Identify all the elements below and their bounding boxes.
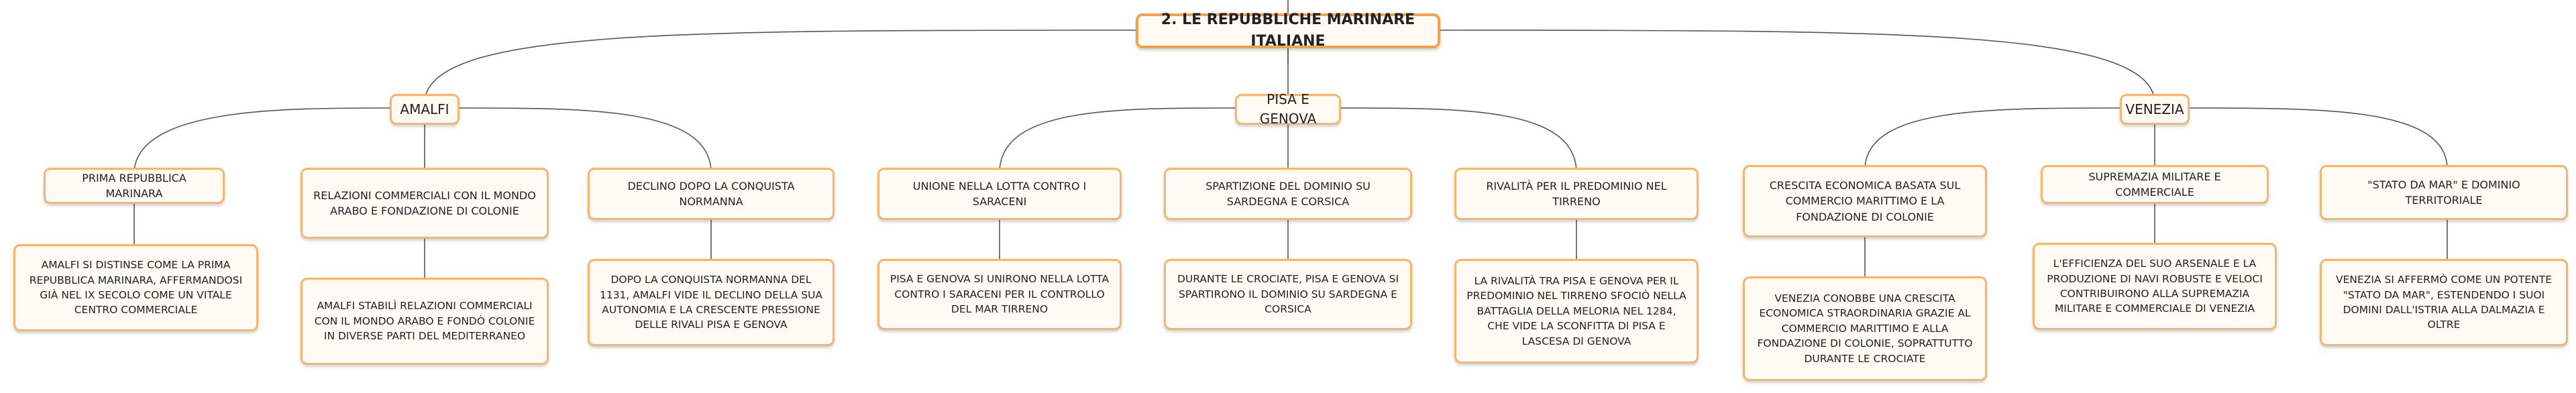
venezia-topic-3[interactable]: "STATO DA MAR" E DOMINIO TERRITORIALE [2320,165,2568,220]
connector-root-to-amalfi [424,30,1136,100]
topic-title: UNIONE NELLA LOTTA CONTRO I SARACENI [912,179,1087,208]
detail-text: AMALFI SI DISTINSE COME LA PRIMA REPUBBL… [29,259,243,317]
branch-pisa-genova[interactable]: PISA E GENOVA [1235,91,1341,127]
amalfi-detail-1[interactable]: AMALFI SI DISTINSE COME LA PRIMA REPUBBL… [13,244,258,331]
topic-title: PRIMA REPUBBLICA MARINARA [82,171,186,200]
connector-pisa-c1 [999,107,1237,171]
connector-amalfi-c3 [458,107,712,171]
detail-text: VENEZIA SI AFFERMÒ COME UN POTENTE "STAT… [2336,274,2552,331]
detail-text: LA RIVALITÀ TRA PISA E GENOVA PER IL PRE… [1466,274,1686,347]
detail-text: PISA E GENOVA SI UNIRONO NELLA LOTTA CON… [890,273,1110,316]
topic-title: RELAZIONI COMMERCIALI CON IL MONDO ARABO… [313,188,536,217]
pisa-topic-2[interactable]: SPARTIZIONE DEL DOMINIO SU SARDEGNA E CO… [1164,168,1412,220]
connector-root-to-venezia [1440,30,2155,100]
root-title: 2. LE REPUBBLICHE MARINARE ITALIANE [1161,11,1415,50]
pisa-topic-3[interactable]: RIVALITÀ PER IL PREDOMINIO NEL TIRRENO [1454,168,1699,220]
detail-text: AMALFI STABILÌ RELAZIONI COMMERCIALI CON… [314,300,535,343]
detail-text: VENEZIA CONOBBE UNA CRESCITA ECONOMICA S… [1757,292,1973,365]
topic-title: DECLINO DOPO LA CONQUISTA NORMANNA [627,179,795,208]
branch-label: AMALFI [400,101,449,117]
venezia-detail-3[interactable]: VENEZIA SI AFFERMÒ COME UN POTENTE "STAT… [2320,259,2568,346]
amalfi-topic-2[interactable]: RELAZIONI COMMERCIALI CON IL MONDO ARABO… [301,168,549,239]
pisa-detail-3[interactable]: LA RIVALITÀ TRA PISA E GENOVA PER IL PRE… [1454,259,1699,363]
pisa-detail-1[interactable]: PISA E GENOVA SI UNIRONO NELLA LOTTA CON… [877,259,1122,330]
branch-venezia[interactable]: VENEZIA [2120,94,2190,125]
amalfi-detail-3[interactable]: DOPO LA CONQUISTA NORMANNA DEL 1131, AMA… [588,259,835,346]
amalfi-topic-3[interactable]: DECLINO DOPO LA CONQUISTA NORMANNA [588,168,835,220]
branch-label: VENEZIA [2125,101,2184,117]
pisa-detail-2[interactable]: DURANTE LE CROCIATE, PISA E GENOVA SI SP… [1164,259,1412,330]
venezia-topic-2[interactable]: SUPREMAZIA MILITARE E COMMERCIALE [2041,165,2269,204]
topic-title: "STATO DA MAR" E DOMINIO TERRITORIALE [2367,178,2520,207]
root-node[interactable]: 2. LE REPUBBLICHE MARINARE ITALIANE [1136,11,1440,50]
topic-title: SPARTIZIONE DEL DOMINIO SU SARDEGNA E CO… [1205,179,1371,208]
topic-title: SUPREMAZIA MILITARE E COMMERCIALE [2088,170,2221,199]
pisa-topic-1[interactable]: UNIONE NELLA LOTTA CONTRO I SARACENI [877,168,1122,220]
detail-text: L'EFFICIENZA DEL SUO ARSENALE E LA PRODU… [2047,258,2263,315]
topic-title: RIVALITÀ PER IL PREDOMINIO NEL TIRRENO [1486,179,1667,208]
amalfi-detail-2[interactable]: AMALFI STABILÌ RELAZIONI COMMERCIALI CON… [301,278,549,365]
topic-title: CRESCITA ECONOMICA BASATA SUL COMMERCIO … [1769,179,1961,223]
connector-venezia-c3 [2188,107,2448,168]
connector-pisa-c3 [1339,107,1577,171]
venezia-detail-1[interactable]: VENEZIA CONOBBE UNA CRESCITA ECONOMICA S… [1743,276,1987,381]
connector-amalfi-c1 [133,107,392,171]
venezia-detail-2[interactable]: L'EFFICIENZA DEL SUO ARSENALE E LA PRODU… [2033,243,2277,330]
venezia-topic-1[interactable]: CRESCITA ECONOMICA BASATA SUL COMMERCIO … [1743,165,1987,237]
connector-venezia-c1 [1864,107,2122,168]
detail-text: DOPO LA CONQUISTA NORMANNA DEL 1131, AMA… [599,274,823,331]
amalfi-topic-1[interactable]: PRIMA REPUBBLICA MARINARA [44,168,225,204]
branch-amalfi[interactable]: AMALFI [390,94,460,125]
detail-text: DURANTE LE CROCIATE, PISA E GENOVA SI SP… [1177,273,1399,316]
branch-label: PISA E GENOVA [1259,91,1317,127]
